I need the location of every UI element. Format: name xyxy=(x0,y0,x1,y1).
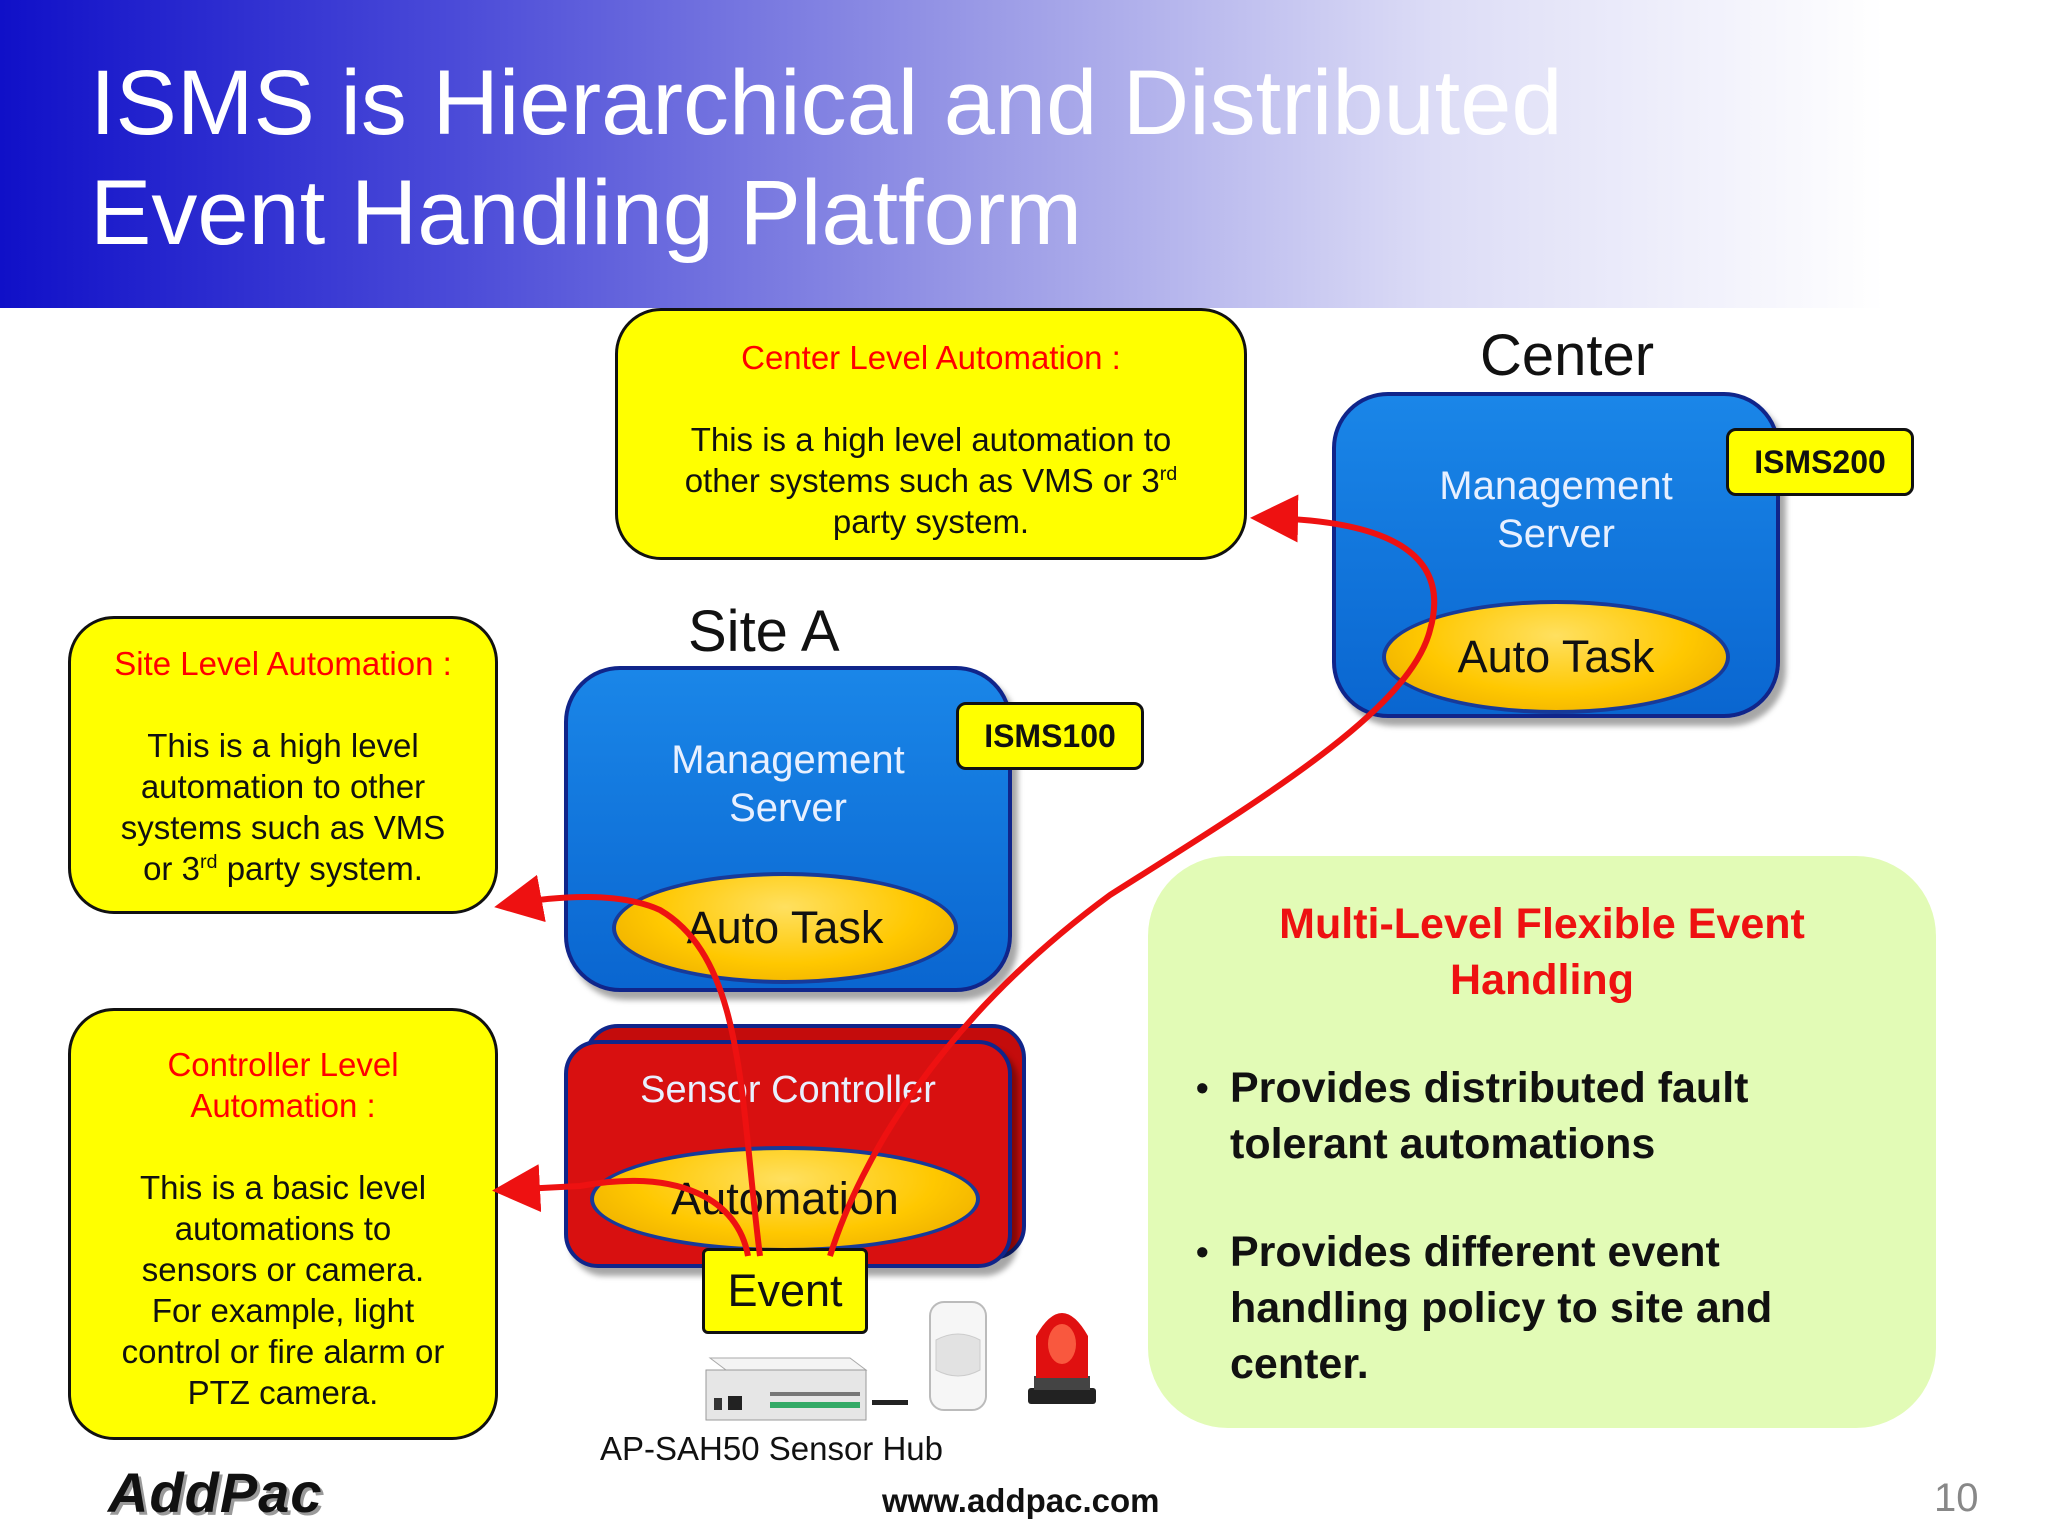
event-box: Event xyxy=(702,1248,868,1334)
callout-text-line: control or fire alarm or xyxy=(121,1333,445,1370)
slide-title: ISMS is Hierarchical and Distributed Eve… xyxy=(90,48,1790,268)
title-banner xyxy=(0,0,2048,308)
callout-text-line: party system. xyxy=(832,503,1030,540)
arrow-to-controller-callout xyxy=(492,1164,751,1257)
callout-heading: Controller Level xyxy=(167,1046,399,1083)
callout-heading: Automation : xyxy=(190,1087,376,1124)
feature-panel xyxy=(1148,856,1936,1428)
feature-bullet: • Provides distributed fault tolerant au… xyxy=(1196,1064,1749,1168)
controller-automation: Automation xyxy=(590,1146,980,1252)
center-auto-task: Auto Task xyxy=(1382,600,1730,714)
title-line-2: Event Handling Platform xyxy=(90,162,1083,264)
callout-heading: Site Level Automation : xyxy=(114,645,452,682)
sensor-controller-label: Sensor Controller xyxy=(640,1069,936,1111)
isms200-badge: ISMS200 xyxy=(1726,428,1914,496)
footer-url[interactable]: www.addpac.com xyxy=(882,1482,1160,1519)
connector-line xyxy=(872,1400,908,1405)
site-automation-callout: Site Level Automation : This is a high l… xyxy=(68,616,498,914)
motion-sensor-icon xyxy=(929,1301,987,1411)
title-line-1: ISMS is Hierarchical and Distributed xyxy=(90,52,1563,154)
callout-text-line: automation to other xyxy=(140,768,426,805)
callout-text-line: This is a basic level xyxy=(139,1169,427,1206)
controller-automation-callout: Controller Level Automation : This is a … xyxy=(68,1008,498,1440)
center-label: Center xyxy=(1480,323,1655,388)
callout-text-line: automations to xyxy=(174,1210,392,1247)
page-number: 10 xyxy=(1934,1476,1979,1520)
callout-heading: Center Level Automation : xyxy=(741,339,1121,376)
callout-text-line: systems such as VMS xyxy=(120,809,446,846)
callout-text-line: This is a high level automation to xyxy=(690,421,1172,458)
callout-text-line: For example, light xyxy=(151,1292,415,1329)
sensor-hub-caption: AP-SAH50 Sensor Hub xyxy=(600,1430,944,1467)
feature-panel-title: Multi-Level Flexible Event Handling xyxy=(1279,900,1805,1004)
arrow-to-center-callout xyxy=(827,494,1438,1257)
sensor-hub-icon xyxy=(705,1357,868,1421)
callout-text-line: This is a high level xyxy=(147,727,419,764)
callout-text-line: other systems such as VMS or 3rd xyxy=(684,462,1178,499)
center-automation-callout: Center Level Automation : This is a high… xyxy=(615,308,1247,560)
server-label: Management Server xyxy=(1439,464,1673,556)
arrow-to-site-callout xyxy=(494,874,763,1257)
site-auto-task: Auto Task xyxy=(612,872,958,984)
feature-bullet: • Provides different event handling poli… xyxy=(1196,1228,1773,1388)
addpac-logo: AddPac xyxy=(108,1461,323,1524)
site-a-label: Site A xyxy=(688,599,840,664)
server-label: Management Server xyxy=(671,738,905,830)
callout-text-line: sensors or camera. xyxy=(141,1251,425,1288)
callout-text-line: or 3rd party system. xyxy=(143,850,423,887)
alarm-light-icon xyxy=(1028,1313,1096,1404)
callout-text-line: PTZ camera. xyxy=(187,1374,379,1411)
isms100-badge: ISMS100 xyxy=(956,702,1144,770)
